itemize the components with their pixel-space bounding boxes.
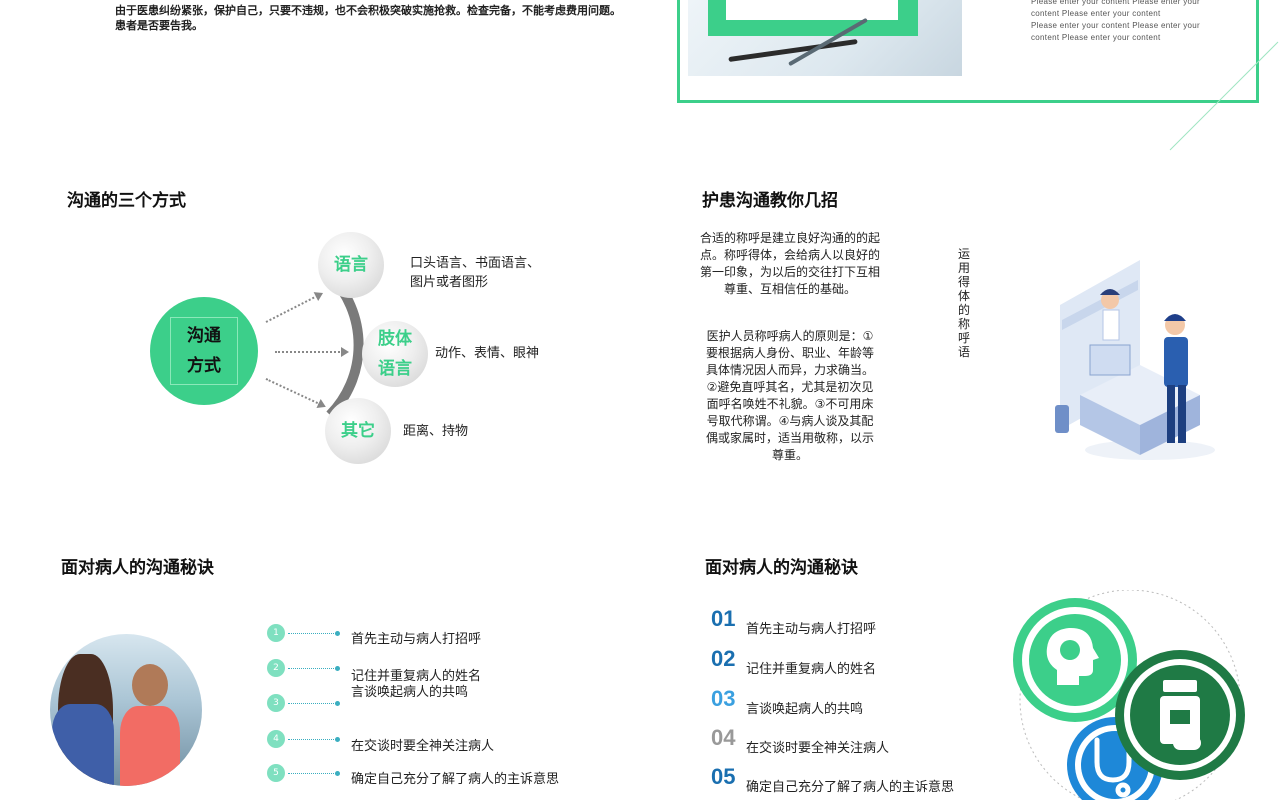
node-body-label-2: 语言 <box>378 359 412 379</box>
tips-para2-line5: 面呼名唤姓不礼貌。③不可用床 <box>706 397 874 411</box>
node-language: 语言 <box>318 232 384 298</box>
secret-left-text-3: 言谈唤起病人的共鸣 <box>351 685 469 700</box>
secret-right-num-4: 04 <box>711 725 736 750</box>
photo-person-right-dress <box>120 706 180 786</box>
tips-para2-line4: ②避免直呼其名，尤其是初次见 <box>706 380 874 394</box>
secret-right-num-5: 05 <box>711 764 736 789</box>
tips-para1-line4: 尊重、互相信任的基础。 <box>723 282 856 296</box>
secret-left-line-1 <box>288 631 340 636</box>
tips-para2-line3: 具体情况因人而异，力求确当。 <box>705 363 874 377</box>
tips-para2-line6: 号取代称谓。④与病人谈及其配 <box>706 414 874 428</box>
secret-right-text-3: 言谈唤起病人的共鸣 <box>746 702 864 717</box>
medicine-bottle-icon <box>1160 680 1201 750</box>
secret-right-num-2: 02 <box>711 646 736 671</box>
secret-left-num-5: 5 <box>267 764 285 782</box>
en-line-4: content Please enter your content <box>1031 33 1161 42</box>
tips-para2-line8: 尊重。 <box>771 448 808 462</box>
node-body-language: 肢体 语言 <box>362 321 428 387</box>
center-label-1: 沟通 <box>187 326 221 346</box>
tips-para2: 医护人员称呼病人的原则是：① 要根据病人身份、职业、年龄等 具体情况因人而异，力… <box>690 328 890 464</box>
top-right-frame <box>677 0 1259 103</box>
medical-icons-cluster <box>1013 590 1245 800</box>
secret-left-line-2 <box>288 666 340 671</box>
tips-para2-line2: 要根据病人身份、职业、年龄等 <box>705 346 874 360</box>
tips-title: 护患沟通教你几招 <box>702 191 838 211</box>
node-other: 其它 <box>325 398 391 464</box>
center-square: 沟通 方式 <box>170 317 238 385</box>
stethoscope-icon <box>1094 737 1132 798</box>
tips-vertical-label: 运用得体的称呼语 <box>958 247 971 359</box>
tips-para1-line2: 点。称呼得体，会给病人以良好的 <box>699 248 880 262</box>
secret-left-num-3: 3 <box>267 694 285 712</box>
secrets-left-title: 面对病人的沟通秘诀 <box>61 558 214 578</box>
tips-para2-line7: 偶或家属时，适当用敬称，以示 <box>705 431 874 445</box>
secret-right-text-5: 确定自己充分了解了病人的主诉意思 <box>746 780 955 795</box>
secret-right-text-2: 记住并重复病人的姓名 <box>746 662 877 677</box>
secret-right-num-1: 01 <box>711 606 736 631</box>
decor-diagonal-line <box>1169 41 1279 151</box>
tips-para1: 合适的称呼是建立良好沟通的的起 点。称呼得体，会给病人以良好的 第一印象，为以后… <box>690 230 890 298</box>
photo-person-left-shirt <box>52 704 114 786</box>
secrets-right-title: 面对病人的沟通秘诀 <box>705 558 858 578</box>
pen-photo <box>688 0 962 76</box>
secret-left-line-5 <box>288 771 340 776</box>
tips-para2-line1: 医护人员称呼病人的原则是：① <box>706 329 874 343</box>
tips-para1-line3: 第一印象，为以后的交往打下互相 <box>699 265 880 279</box>
secret-left-num-2: 2 <box>267 659 285 677</box>
node-other-label: 其它 <box>341 421 375 441</box>
secret-left-text-2: 记住并重复病人的姓名 <box>351 669 482 684</box>
node-language-desc-2: 图片或者图形 <box>410 275 489 290</box>
secret-left-num-1: 1 <box>267 624 285 642</box>
node-body-desc: 动作、表情、眼神 <box>435 346 540 361</box>
secret-right-num-3: 03 <box>711 686 736 711</box>
center-circle: 沟通 方式 <box>150 297 258 405</box>
secret-right-text-4: 在交谈时要全神关注病人 <box>746 741 890 756</box>
node-body-label-1: 肢体 <box>378 329 412 349</box>
top-left-line1: 由于医患纠纷紧张，保护自己，只要不违规，也不会积极突破实施抢救。检查完备，不能考… <box>115 4 621 17</box>
secret-left-text-5: 确定自己充分了解了病人的主诉意思 <box>351 772 560 787</box>
node-language-desc: 口头语言、书面语言、 图片或者图形 <box>410 254 540 292</box>
doctor-illustration <box>1055 260 1215 460</box>
photo-person-right-head <box>132 664 168 706</box>
secret-left-text-4: 在交谈时要全神关注病人 <box>351 739 495 754</box>
secret-left-line-4 <box>288 737 340 742</box>
photo-paper-inner <box>726 0 898 20</box>
secret-right-text-1: 首先主动与病人打招呼 <box>746 622 877 637</box>
secret-left-num-4: 4 <box>267 730 285 748</box>
node-other-desc: 距离、持物 <box>403 424 469 439</box>
node-language-label: 语言 <box>334 255 368 275</box>
secret-left-text-1: 首先主动与病人打招呼 <box>351 632 482 647</box>
patient-photo <box>50 634 202 786</box>
en-line-1: Please enter your content Please enter y… <box>1031 0 1200 6</box>
three-ways-title: 沟通的三个方式 <box>67 191 186 211</box>
secret-left-line-3 <box>288 701 340 706</box>
arrow-to-body <box>275 347 349 357</box>
top-left-line2: 患者是否要告我。 <box>115 19 203 32</box>
en-line-3: Please enter your content Please enter y… <box>1031 21 1200 30</box>
top-right-english: Please enter your content Please enter y… <box>1031 0 1211 44</box>
node-language-desc-1: 口头语言、书面语言、 <box>410 256 541 271</box>
tips-para1-line1: 合适的称呼是建立良好沟通的的起 <box>699 231 880 245</box>
center-label-2: 方式 <box>187 356 221 376</box>
en-line-2: content Please enter your content <box>1031 9 1161 18</box>
